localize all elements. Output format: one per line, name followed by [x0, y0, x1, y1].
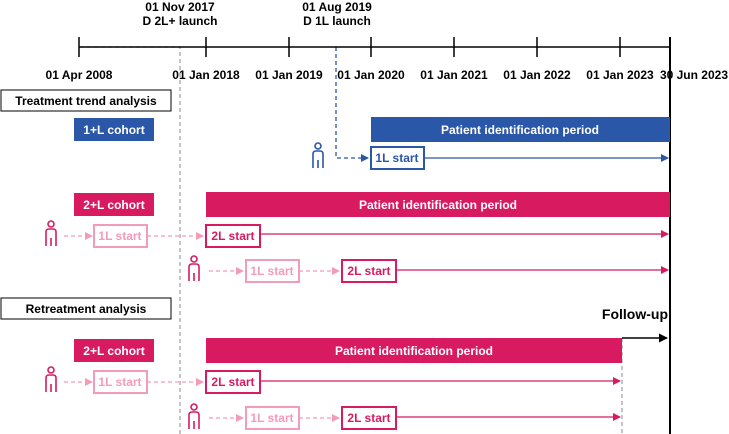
cohort-label-2l: 2+L cohort: [83, 198, 144, 212]
patient-icon: [312, 142, 324, 168]
launch-2l-event: D 2L+ launch: [142, 14, 217, 28]
section-title-retreatment: Retreatment analysis: [26, 302, 147, 316]
start-box-2l: [341, 259, 397, 283]
cohort-badge-1l: [74, 118, 154, 141]
launch-1l-event: D 1L launch: [303, 14, 371, 28]
start-label-1l: 1L start: [375, 151, 418, 165]
tick-label: 01 Jan 2020: [337, 68, 405, 82]
patient-id-period-label: Patient identification period: [441, 123, 599, 137]
follow-up-label: Follow-up: [602, 306, 668, 322]
launch-2l-date: 01 Nov 2017: [145, 0, 215, 14]
start-box-2l: [205, 224, 261, 248]
launch-1l-leader: [335, 47, 369, 162]
start-label-2l: 2L start: [347, 411, 390, 425]
tick-label: 01 Jan 2021: [420, 68, 488, 82]
timeline-ticks: [78, 37, 621, 57]
tick-label: 01 Jan 2023: [586, 68, 654, 82]
tick-label: 01 Jan 2022: [503, 68, 571, 82]
patient-id-period-label: Patient identification period: [359, 198, 517, 212]
start-label-1l: 1L start: [250, 411, 293, 425]
section-title-treatment-trend: Treatment trend analysis: [15, 94, 157, 108]
start-label-1l: 1L start: [98, 229, 141, 243]
patient-id-period-label: Patient identification period: [335, 344, 493, 358]
start-label-1l: 1L start: [250, 264, 293, 278]
start-box-2l: [205, 370, 261, 394]
patient-icon: [45, 366, 57, 392]
cohort-badge-2l: [74, 339, 154, 362]
start-label-2l: 2L start: [347, 264, 390, 278]
start-label-2l: 2L start: [211, 375, 254, 389]
section-box-retreatment: [0, 297, 172, 320]
patient-icon: [188, 403, 200, 429]
patient-icon: [45, 220, 57, 246]
tick-label: 01 Jan 2019: [255, 68, 323, 82]
cohort-badge-2l: [74, 193, 154, 216]
start-box-2l: [341, 406, 397, 430]
tick-label: 01 Apr 2008: [46, 68, 113, 82]
section-box-treatment-trend: [0, 89, 172, 112]
start-label-2l: 2L start: [211, 229, 254, 243]
launch-1l-date: 01 Aug 2019: [302, 0, 372, 14]
patient-icon: [188, 255, 200, 281]
patient-id-period-bar-2l: [206, 192, 670, 217]
patient-id-period-bar-retreat: [206, 338, 622, 363]
cohort-label-1l: 1+L cohort: [83, 123, 144, 137]
tick-label: 30 Jun 2023: [660, 68, 728, 82]
start-label-1l: 1L start: [98, 375, 141, 389]
cohort-label-2l: 2+L cohort: [83, 344, 144, 358]
patient-id-period-bar-1l: [371, 117, 670, 142]
tick-label: 01 Jan 2018: [172, 68, 240, 82]
